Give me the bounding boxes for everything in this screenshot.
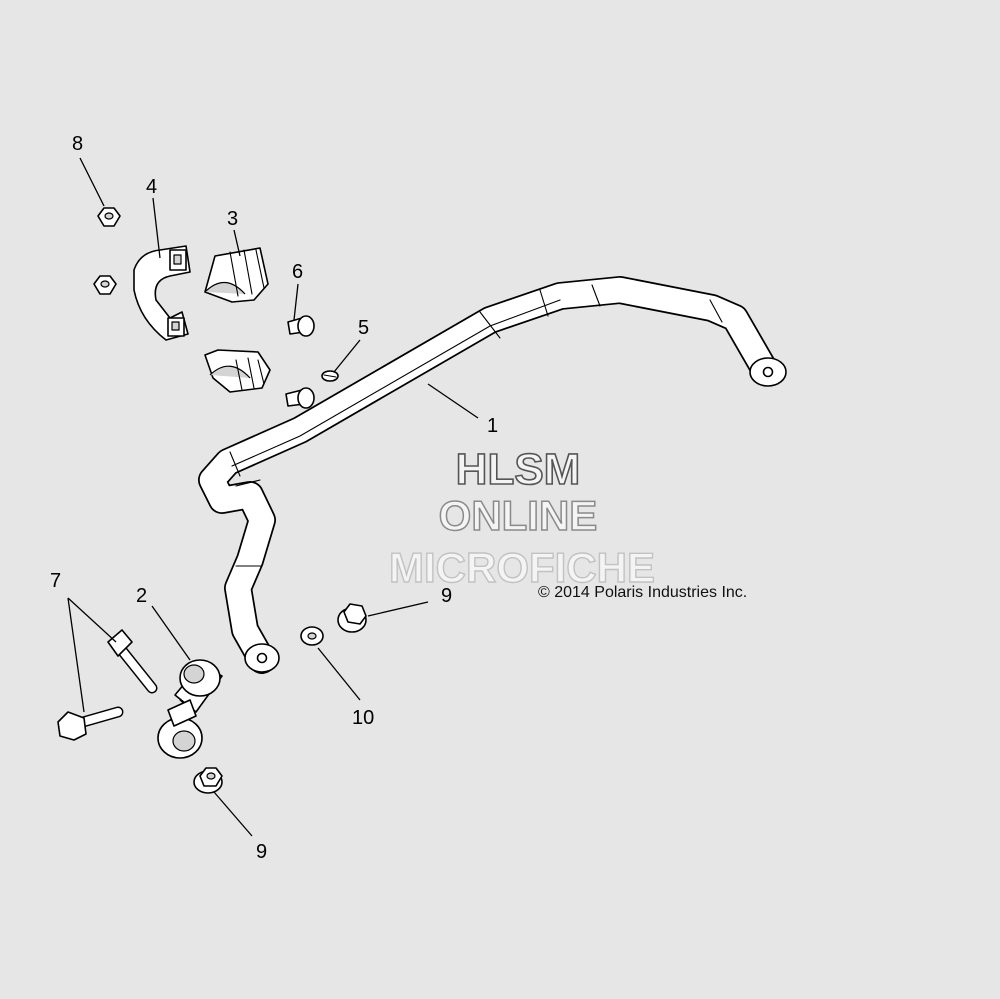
clamp — [133, 245, 191, 341]
callout-7: 7 — [50, 570, 61, 592]
callout-1: 1 — [487, 415, 498, 437]
watermark-line3: MICROFICHE — [389, 544, 655, 591]
callout-6: 6 — [292, 261, 303, 283]
flange-nut-right — [337, 603, 367, 633]
nut-top — [97, 207, 121, 227]
pin-lower — [285, 387, 315, 409]
callout-10: 10 — [352, 707, 374, 729]
callout-4: 4 — [146, 176, 157, 198]
watermark-line2: ONLINE — [439, 492, 598, 539]
bushing-lower — [204, 349, 271, 393]
leader-lines — [67, 157, 479, 837]
stabilizer-bar — [198, 276, 787, 674]
callout-8: 8 — [72, 133, 83, 155]
watermark-line1: HLSM — [456, 445, 581, 494]
callout-3: 3 — [227, 208, 238, 230]
bushing-upper — [204, 247, 269, 303]
end-link — [157, 659, 223, 759]
copyright-text: © 2014 Polaris Industries Inc. — [538, 584, 747, 601]
screw — [321, 370, 339, 382]
flange-nut-bottom — [193, 767, 223, 794]
callout-5: 5 — [358, 317, 369, 339]
nut-middle — [93, 275, 117, 295]
washer — [300, 626, 324, 646]
pin-upper — [287, 315, 315, 337]
bolt-lower — [57, 706, 124, 741]
callout-9-right: 9 — [441, 585, 452, 607]
callout-2: 2 — [136, 585, 147, 607]
callout-9-bottom: 9 — [256, 841, 267, 863]
bolt-upper — [107, 629, 158, 694]
